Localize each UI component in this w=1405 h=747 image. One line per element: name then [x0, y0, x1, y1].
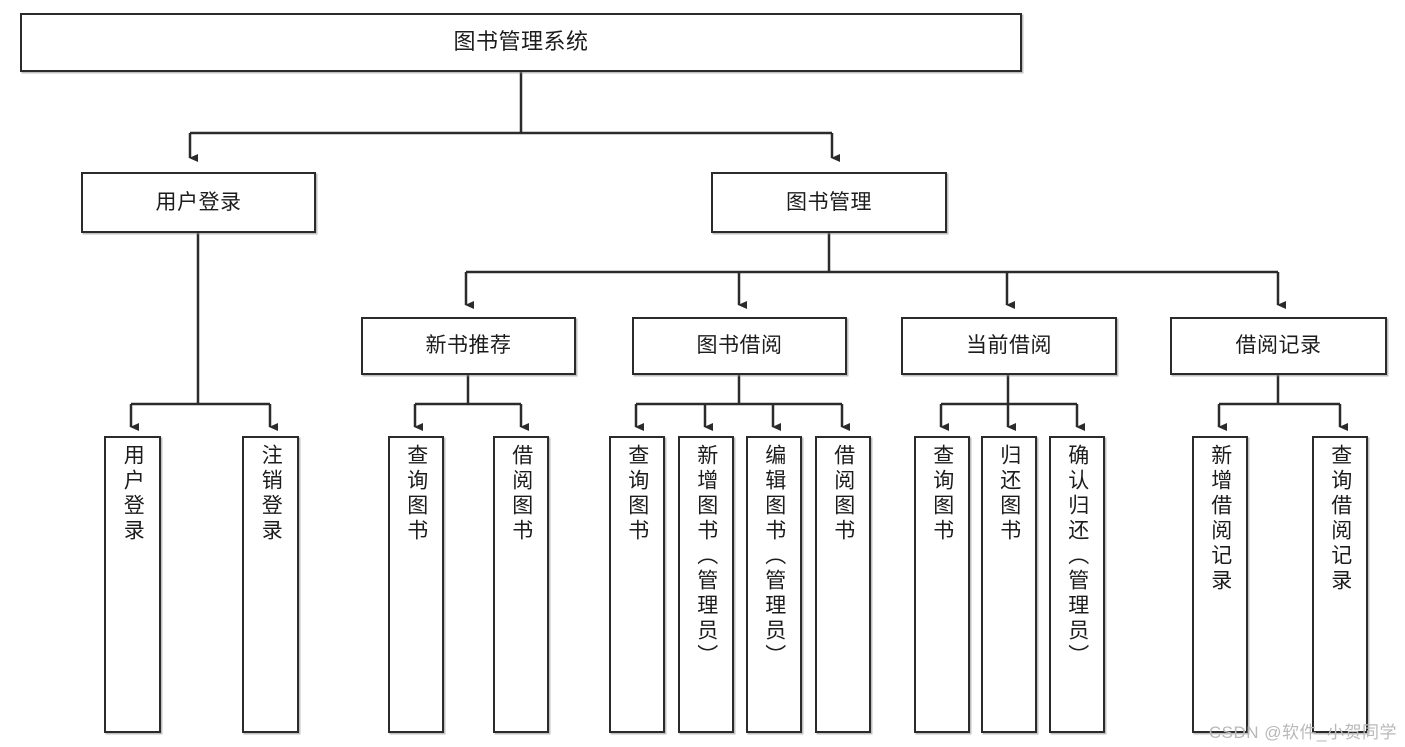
- node-root-system[interactable]: 图书管理系统: [20, 13, 1022, 72]
- leaf-new-book-borrow[interactable]: 借阅图书: [493, 436, 549, 733]
- leaf-borrow-record-query[interactable]: 查询借阅记录: [1312, 436, 1368, 733]
- node-book-borrow[interactable]: 图书借阅: [632, 317, 847, 375]
- node-label: 查询图书: [625, 444, 649, 544]
- leaf-book-borrow-add[interactable]: 新增图书（管理员）: [678, 436, 734, 733]
- node-label: 用户登录: [121, 444, 145, 544]
- node-label: 当前借阅: [966, 334, 1052, 358]
- node-label: 借阅图书: [831, 444, 855, 544]
- node-label: 查询图书: [404, 444, 428, 544]
- leaf-user-login-logout[interactable]: 注销登录: [242, 436, 299, 733]
- leaf-new-book-query[interactable]: 查询图书: [388, 436, 444, 733]
- node-current-borrow[interactable]: 当前借阅: [901, 317, 1117, 375]
- leaf-current-borrow-return[interactable]: 归还图书: [981, 436, 1037, 733]
- watermark-text: CSDN @软件_小贺同学: [1208, 723, 1397, 742]
- leaf-current-borrow-query[interactable]: 查询图书: [914, 436, 970, 733]
- node-label: 借阅记录: [1235, 334, 1322, 358]
- node-label: 注销登录: [259, 444, 283, 544]
- node-label: 图书管理系统: [453, 29, 589, 55]
- node-label: 图书管理: [786, 190, 872, 214]
- node-borrow-record[interactable]: 借阅记录: [1170, 317, 1387, 375]
- node-label: 新增借阅记录: [1208, 444, 1232, 594]
- node-label: 查询借阅记录: [1328, 444, 1352, 594]
- node-label: 确认归还（管理员）: [1065, 444, 1089, 669]
- node-label: 新书推荐: [425, 334, 512, 358]
- node-new-book-recommend[interactable]: 新书推荐: [361, 317, 576, 375]
- leaf-current-borrow-confirm[interactable]: 确认归还（管理员）: [1049, 436, 1105, 733]
- node-label: 用户登录: [155, 190, 242, 214]
- node-label: 归还图书: [997, 444, 1021, 544]
- leaf-book-borrow-borrow[interactable]: 借阅图书: [815, 436, 871, 733]
- node-user-login[interactable]: 用户登录: [81, 172, 316, 233]
- node-label: 查询图书: [930, 444, 954, 544]
- leaf-user-login-login[interactable]: 用户登录: [104, 436, 161, 733]
- node-label: 图书借阅: [696, 334, 783, 358]
- node-label: 编辑图书（管理员）: [762, 444, 786, 669]
- leaf-book-borrow-query[interactable]: 查询图书: [609, 436, 665, 733]
- node-label: 新增图书（管理员）: [694, 444, 718, 669]
- leaf-book-borrow-edit[interactable]: 编辑图书（管理员）: [746, 436, 802, 733]
- node-label: 借阅图书: [509, 444, 533, 544]
- leaf-borrow-record-add[interactable]: 新增借阅记录: [1192, 436, 1248, 733]
- node-book-management[interactable]: 图书管理: [711, 172, 947, 233]
